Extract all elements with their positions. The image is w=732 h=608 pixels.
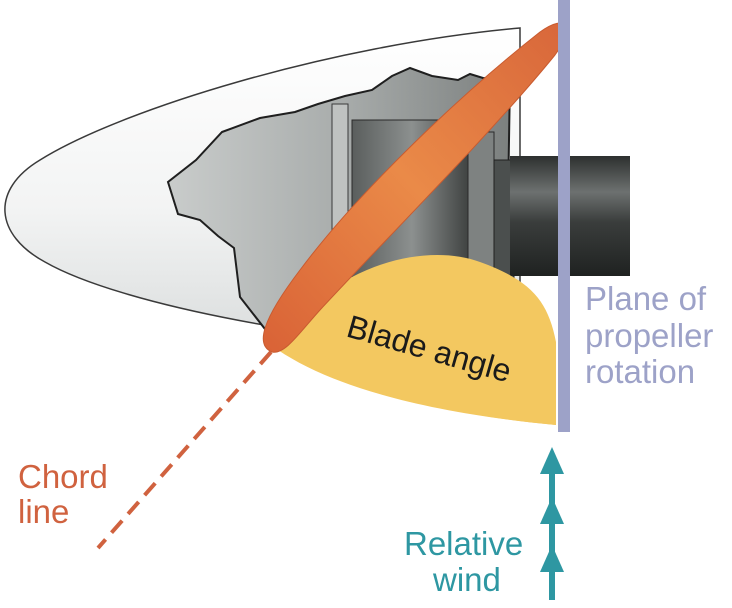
blade-angle-band-fill: [300, 309, 556, 425]
wind-label-line-2: wind: [432, 561, 501, 598]
chord-line: [96, 350, 273, 550]
chord-line-label: Chord line: [18, 458, 108, 530]
wind-arrowhead-bottom-icon: [540, 545, 564, 572]
plane-of-rotation-label: Plane of propeller rotation: [585, 280, 713, 390]
plane-label-line-1: Plane of: [585, 280, 707, 317]
chord-label-line-2: line: [18, 493, 69, 530]
relative-wind-label: Relative wind: [404, 525, 523, 598]
wind-arrowhead-middle-icon: [540, 497, 564, 524]
wind-label-line-1: Relative: [404, 525, 523, 562]
plane-of-rotation-line: [558, 0, 570, 432]
chord-label-line-1: Chord: [18, 458, 108, 495]
plane-label-line-2: propeller: [585, 317, 713, 354]
wind-arrowhead-top-icon: [540, 447, 564, 474]
relative-wind-arrows: [540, 447, 564, 600]
plane-label-line-3: rotation: [585, 353, 695, 390]
